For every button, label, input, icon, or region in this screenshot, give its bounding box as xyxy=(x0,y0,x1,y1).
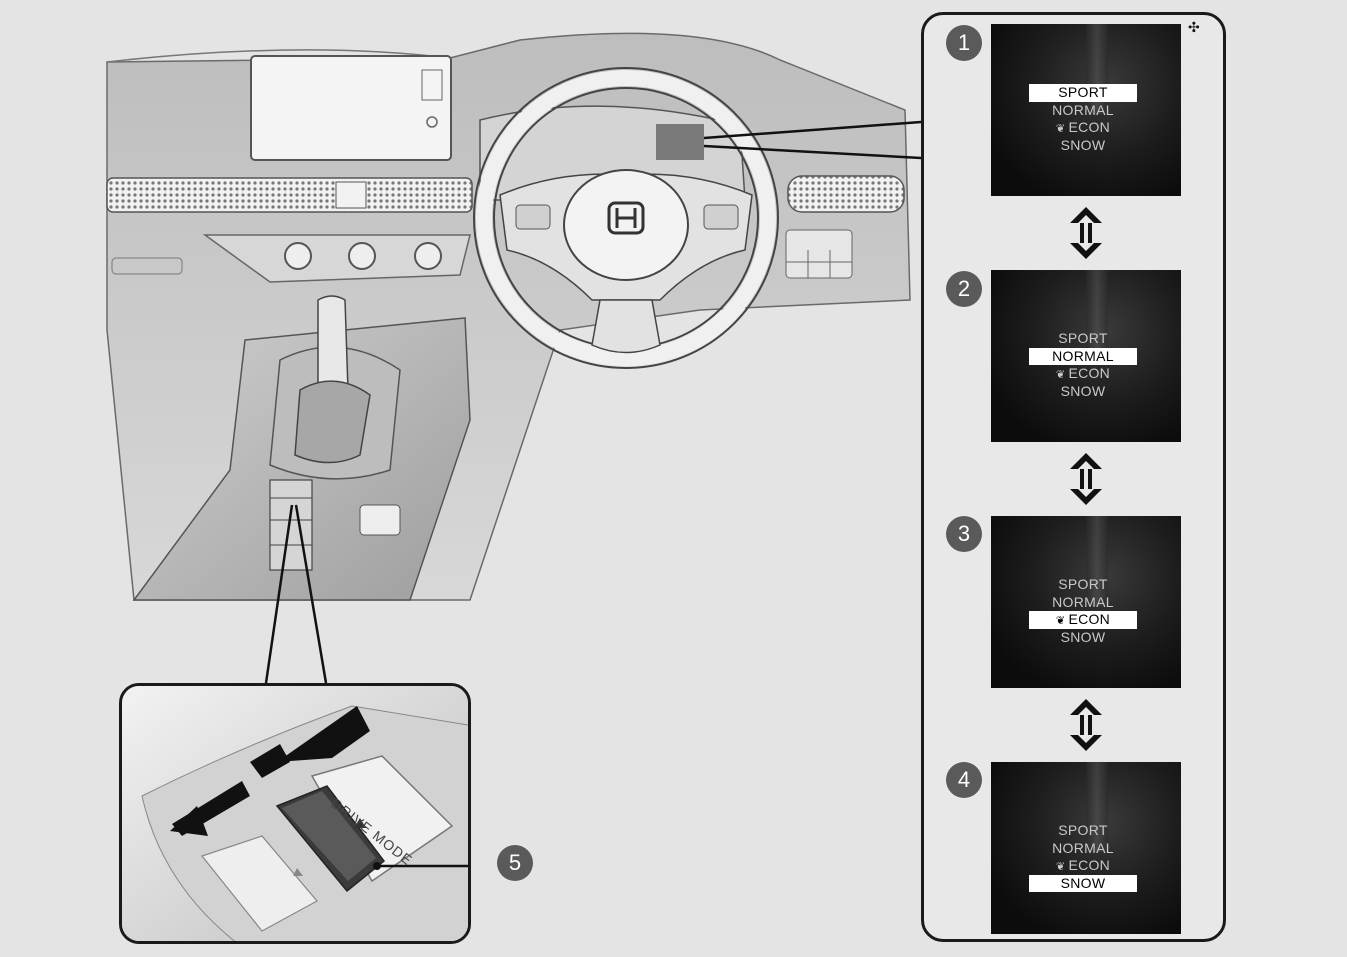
callout-line-bottom xyxy=(703,144,922,160)
cluster-display-marker xyxy=(656,124,704,160)
double-arrow-icon xyxy=(1070,207,1102,259)
infotainment-display xyxy=(250,55,452,161)
menu-item-econ: ❦ECON xyxy=(1029,611,1137,629)
screen-number-badge: 2 xyxy=(946,271,982,307)
menu-item-normal: NORMAL xyxy=(1052,839,1114,856)
leaf-icon: ❦ xyxy=(1055,123,1066,136)
menu-item-normal: NORMAL xyxy=(1052,593,1114,610)
leaf-icon: ❦ xyxy=(1055,861,1066,874)
screen-number-badge: 1 xyxy=(946,25,982,61)
inset-line-left xyxy=(264,504,294,684)
menu-item-econ: ❦ECON xyxy=(1055,857,1111,874)
inset-line-right xyxy=(294,504,328,684)
menu-item-sport: SPORT xyxy=(1058,330,1108,346)
callout-number-badge: 5 xyxy=(497,845,533,881)
menu-item-normal: NORMAL xyxy=(1029,347,1137,366)
menu-item-sport: SPORT xyxy=(1058,576,1108,592)
dash-upper-curve xyxy=(106,49,451,63)
drive-mode-screen-snow: SPORT NORMAL ❦ECON SNOW xyxy=(991,762,1181,934)
double-arrow-icon xyxy=(1070,453,1102,505)
menu-item-snow: SNOW xyxy=(1060,136,1106,153)
corner-mark: ✣ xyxy=(1188,19,1200,35)
drive-mode-switch-inset xyxy=(119,683,471,944)
menu-item-sport: SPORT xyxy=(1058,822,1108,838)
drive-mode-screen-normal: SPORT NORMAL ❦ECON SNOW xyxy=(991,270,1181,442)
menu-item-sport: SPORT xyxy=(1029,84,1137,102)
shift-lever xyxy=(317,295,349,395)
drive-mode-screen-sport: SPORT NORMAL ❦ECON SNOW xyxy=(991,24,1181,196)
double-arrow-icon xyxy=(1070,699,1102,751)
menu-item-econ: ❦ECON xyxy=(1055,365,1111,382)
switch-closeup-illustration xyxy=(122,686,468,941)
screen-number-badge: 3 xyxy=(946,516,982,552)
menu-item-normal: NORMAL xyxy=(1052,101,1114,118)
leaf-icon: ❦ xyxy=(1055,615,1066,628)
menu-item-econ: ❦ECON xyxy=(1055,119,1111,136)
leaf-icon: ❦ xyxy=(1055,369,1066,382)
drive-mode-screen-econ: SPORT NORMAL ❦ECON SNOW xyxy=(991,516,1181,688)
mode-menu: SPORT NORMAL ❦ECON SNOW xyxy=(1029,330,1137,400)
center-vent-strip xyxy=(106,177,473,213)
right-vent xyxy=(787,175,905,213)
mode-menu: SPORT NORMAL ❦ECON SNOW xyxy=(1029,84,1137,154)
screen-number-badge: 4 xyxy=(946,762,982,798)
mode-menu: SPORT NORMAL ❦ECON SNOW xyxy=(1029,822,1137,893)
mode-menu: SPORT NORMAL ❦ECON SNOW xyxy=(1029,576,1137,646)
steering-wheel xyxy=(473,67,779,369)
menu-item-snow: SNOW xyxy=(1060,382,1106,399)
menu-item-snow: SNOW xyxy=(1029,874,1137,893)
arrow-forward-icon xyxy=(277,706,370,762)
callout-line-top xyxy=(703,120,922,140)
menu-item-snow: SNOW xyxy=(1060,628,1106,645)
